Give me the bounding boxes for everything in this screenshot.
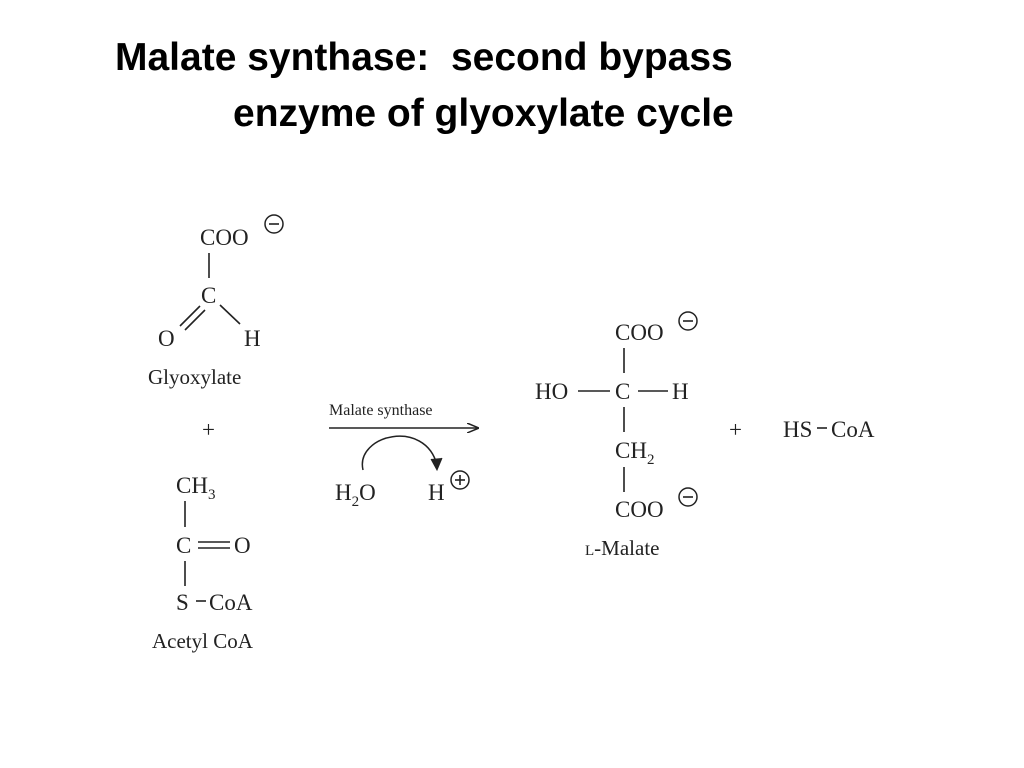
- acetyl-coa-structure: CH3 C O S CoA Acetyl CoA: [152, 473, 254, 653]
- hs-group: HS: [783, 417, 812, 442]
- hs-coa-structure: HS CoA: [783, 417, 875, 442]
- curved-arrowhead-icon: [430, 457, 443, 472]
- plus-sign: +: [202, 417, 215, 442]
- double-bond-line: [179, 305, 201, 327]
- hs-coa-group: CoA: [831, 417, 875, 442]
- acetyl-coa-group: CoA: [209, 590, 253, 615]
- plus-sign: +: [729, 417, 742, 442]
- glyoxylate-carbon: C: [201, 283, 216, 308]
- thioester-sulfur: S: [176, 590, 189, 615]
- negative-charge-icon: [678, 487, 698, 507]
- reaction-arrow: Malate synthase H2O H: [329, 402, 478, 510]
- malate-top-carboxylate: COO: [615, 320, 664, 345]
- malate-methylene: CH2: [615, 438, 654, 468]
- malate-hydrogen: H: [672, 379, 689, 404]
- malate-structure: COO HO C H CH2 COO L-Malate: [535, 311, 698, 560]
- glyoxylate-structure: COO C O H Glyoxylate: [148, 214, 284, 389]
- curved-arrow-icon: [361, 435, 438, 471]
- negative-charge-icon: [678, 311, 698, 331]
- negative-charge-icon: [264, 214, 284, 234]
- acetyl-methyl-group: CH3: [176, 473, 215, 503]
- malate-carbon: C: [615, 379, 630, 404]
- malate-hydroxyl: HO: [535, 379, 568, 404]
- acetyl-oxygen: O: [234, 533, 251, 558]
- single-bond: [219, 304, 241, 325]
- positive-charge-icon: [450, 470, 470, 490]
- glyoxylate-carboxylate: COO: [200, 225, 249, 250]
- water-label: H2O: [335, 480, 376, 510]
- proton-label: H: [428, 480, 445, 505]
- acetyl-coa-label: Acetyl CoA: [152, 629, 254, 653]
- malate-label: L-Malate: [585, 536, 659, 560]
- glyoxylate-oxygen: O: [158, 326, 175, 351]
- malate-bottom-carboxylate: COO: [615, 497, 664, 522]
- glyoxylate-label: Glyoxylate: [148, 365, 241, 389]
- acetyl-carbon: C: [176, 533, 191, 558]
- glyoxylate-hydrogen: H: [244, 326, 261, 351]
- enzyme-label: Malate synthase: [329, 402, 433, 419]
- title-line-1: Malate synthase: second bypass: [115, 36, 733, 79]
- double-bond-line: [184, 309, 206, 331]
- title-line-2: enzyme of glyoxylate cycle: [233, 92, 734, 135]
